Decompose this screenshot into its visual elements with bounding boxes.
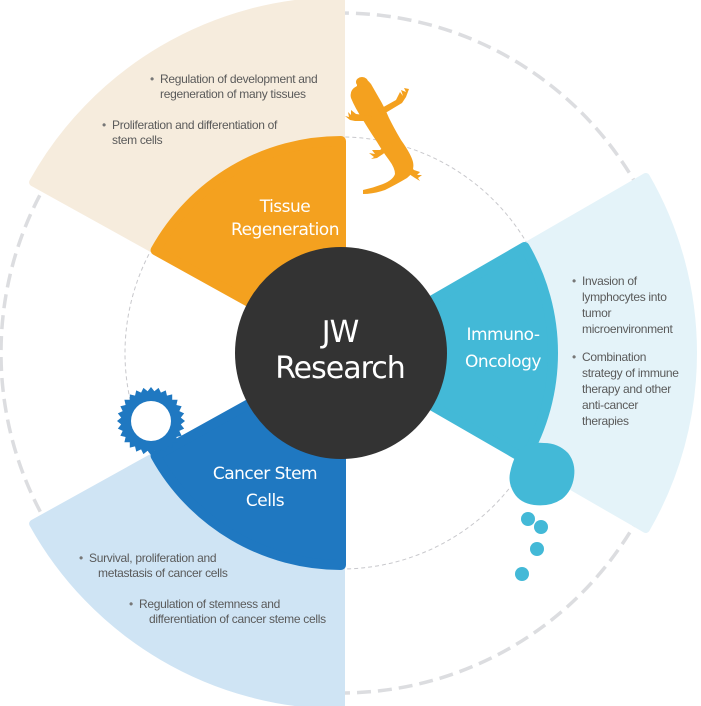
center-title-line1: JW <box>321 315 360 350</box>
bullet-glyph: • <box>572 350 576 364</box>
tissue-regeneration-title-line2: Regeneration <box>231 220 339 240</box>
cancer-bullet-1: • Survival, proliferation and metastasis … <box>79 551 228 581</box>
center-title-line2: Research <box>275 351 406 386</box>
bullet-text: strategy of immune <box>582 366 679 380</box>
bullet-text: stem cells <box>112 133 163 147</box>
cancer-cell-icon <box>117 387 185 455</box>
gecko-icon <box>345 77 422 194</box>
tissue-regeneration-title: Tissue Regeneration <box>200 196 370 242</box>
bullet-text: Survival, proliferation and <box>89 551 217 565</box>
bullet-text: Invasion of <box>582 274 637 288</box>
bullet-glyph: • <box>129 597 133 611</box>
cancer-stem-cells-title-line1: Cancer Stem <box>212 464 318 484</box>
center-title: JW Research <box>240 315 440 387</box>
bullet-text: therapy and other <box>582 382 671 396</box>
immuno-oncology-title: Immuno- Oncology <box>448 322 558 376</box>
bullet-text: microenvironment <box>582 322 673 336</box>
bullet-text: Regulation of development and <box>160 72 318 86</box>
bullet-text: anti-cancer <box>582 398 639 412</box>
center-circle[interactable] <box>235 247 447 459</box>
tissue-regeneration-title-line1: Tissue <box>259 197 311 217</box>
bullet-text: tumor <box>582 306 612 320</box>
tissue-bullet-2: • Proliferation and differentiation of st… <box>102 118 277 148</box>
cancer-cell-nucleus <box>131 401 171 441</box>
immune-cell-icon <box>509 442 575 581</box>
bullet-text: regeneration of many tissues <box>160 87 306 101</box>
immuno-bullet-1: • Invasion of lymphocytes into tumor micr… <box>572 273 701 337</box>
cancer-bullet-2: • Regulation of stemness and differentiat… <box>129 597 326 627</box>
bullet-text: therapies <box>582 414 629 428</box>
bullet-glyph: • <box>150 72 154 86</box>
immuno-oncology-title-line2: Oncology <box>465 352 541 372</box>
bullet-glyph: • <box>572 274 576 288</box>
bullet-text: Combination <box>582 350 647 364</box>
bullet-glyph: • <box>102 118 106 132</box>
bullet-text: Proliferation and differentiation of <box>112 118 278 132</box>
cancer-stem-cells-title-line2: Cells <box>245 491 285 511</box>
bullet-text: Regulation of stemness and <box>139 597 280 611</box>
immuno-oncology-title-line1: Immuno- <box>466 325 540 345</box>
bullet-text: lymphocytes into <box>582 290 667 304</box>
tissue-bullet-1: • Regulation of development and regenerat… <box>150 72 318 102</box>
bullet-glyph: • <box>79 551 83 565</box>
bullet-text: differentiation of cancer steme cells <box>149 612 326 626</box>
bullet-text: metastasis of cancer cells <box>98 566 228 580</box>
cancer-stem-cells-title: Cancer Stem Cells <box>190 461 340 515</box>
immuno-bullet-2: • Combination strategy of immune therapy … <box>572 349 701 429</box>
